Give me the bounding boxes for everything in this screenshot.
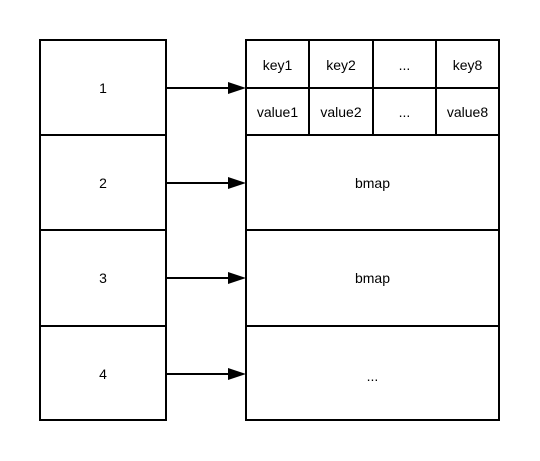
target-cell-ellipsis xyxy=(245,325,500,421)
index-cell-4-label: 4 xyxy=(99,366,107,382)
target-cell-ellipsis-label: ... xyxy=(367,368,379,384)
value-cell-3-label: ... xyxy=(399,104,411,120)
target-cell-bmap-2 xyxy=(245,229,500,327)
value-cell-4-label: value8 xyxy=(447,104,488,120)
key-cell-2 xyxy=(308,39,374,89)
index-cell-2 xyxy=(39,134,167,231)
key-cell-3-label: ... xyxy=(399,57,411,73)
target-cell-bmap-1-label: bmap xyxy=(355,175,390,191)
key-cell-1-label: key1 xyxy=(263,57,293,73)
leaf-node: key1 key2 ... key8 value1 value2 ... val… xyxy=(245,39,500,136)
target-column: bmap bmap ... xyxy=(245,134,500,421)
key-cell-2-label: key2 xyxy=(326,57,356,73)
arrow-1 xyxy=(166,82,246,94)
index-cell-3 xyxy=(39,229,167,327)
index-cell-2-label: 2 xyxy=(99,175,107,191)
index-cell-1 xyxy=(39,39,167,136)
value-cell-2-label: value2 xyxy=(320,104,361,120)
value-cell-1-label: value1 xyxy=(257,104,298,120)
arrow-4 xyxy=(166,368,246,380)
arrow-3 xyxy=(166,272,246,284)
key-cell-4-label: key8 xyxy=(453,57,483,73)
arrow-2 xyxy=(166,177,246,189)
index-cell-1-label: 1 xyxy=(99,80,107,96)
value-cell-3 xyxy=(372,87,437,136)
arrows xyxy=(166,82,246,380)
target-cell-bmap-2-label: bmap xyxy=(355,270,390,286)
value-cell-2 xyxy=(308,87,374,136)
value-cell-4 xyxy=(435,87,500,136)
key-cell-4 xyxy=(435,39,500,89)
index-cell-3-label: 3 xyxy=(99,270,107,286)
index-column: 1 2 3 4 xyxy=(39,39,167,421)
